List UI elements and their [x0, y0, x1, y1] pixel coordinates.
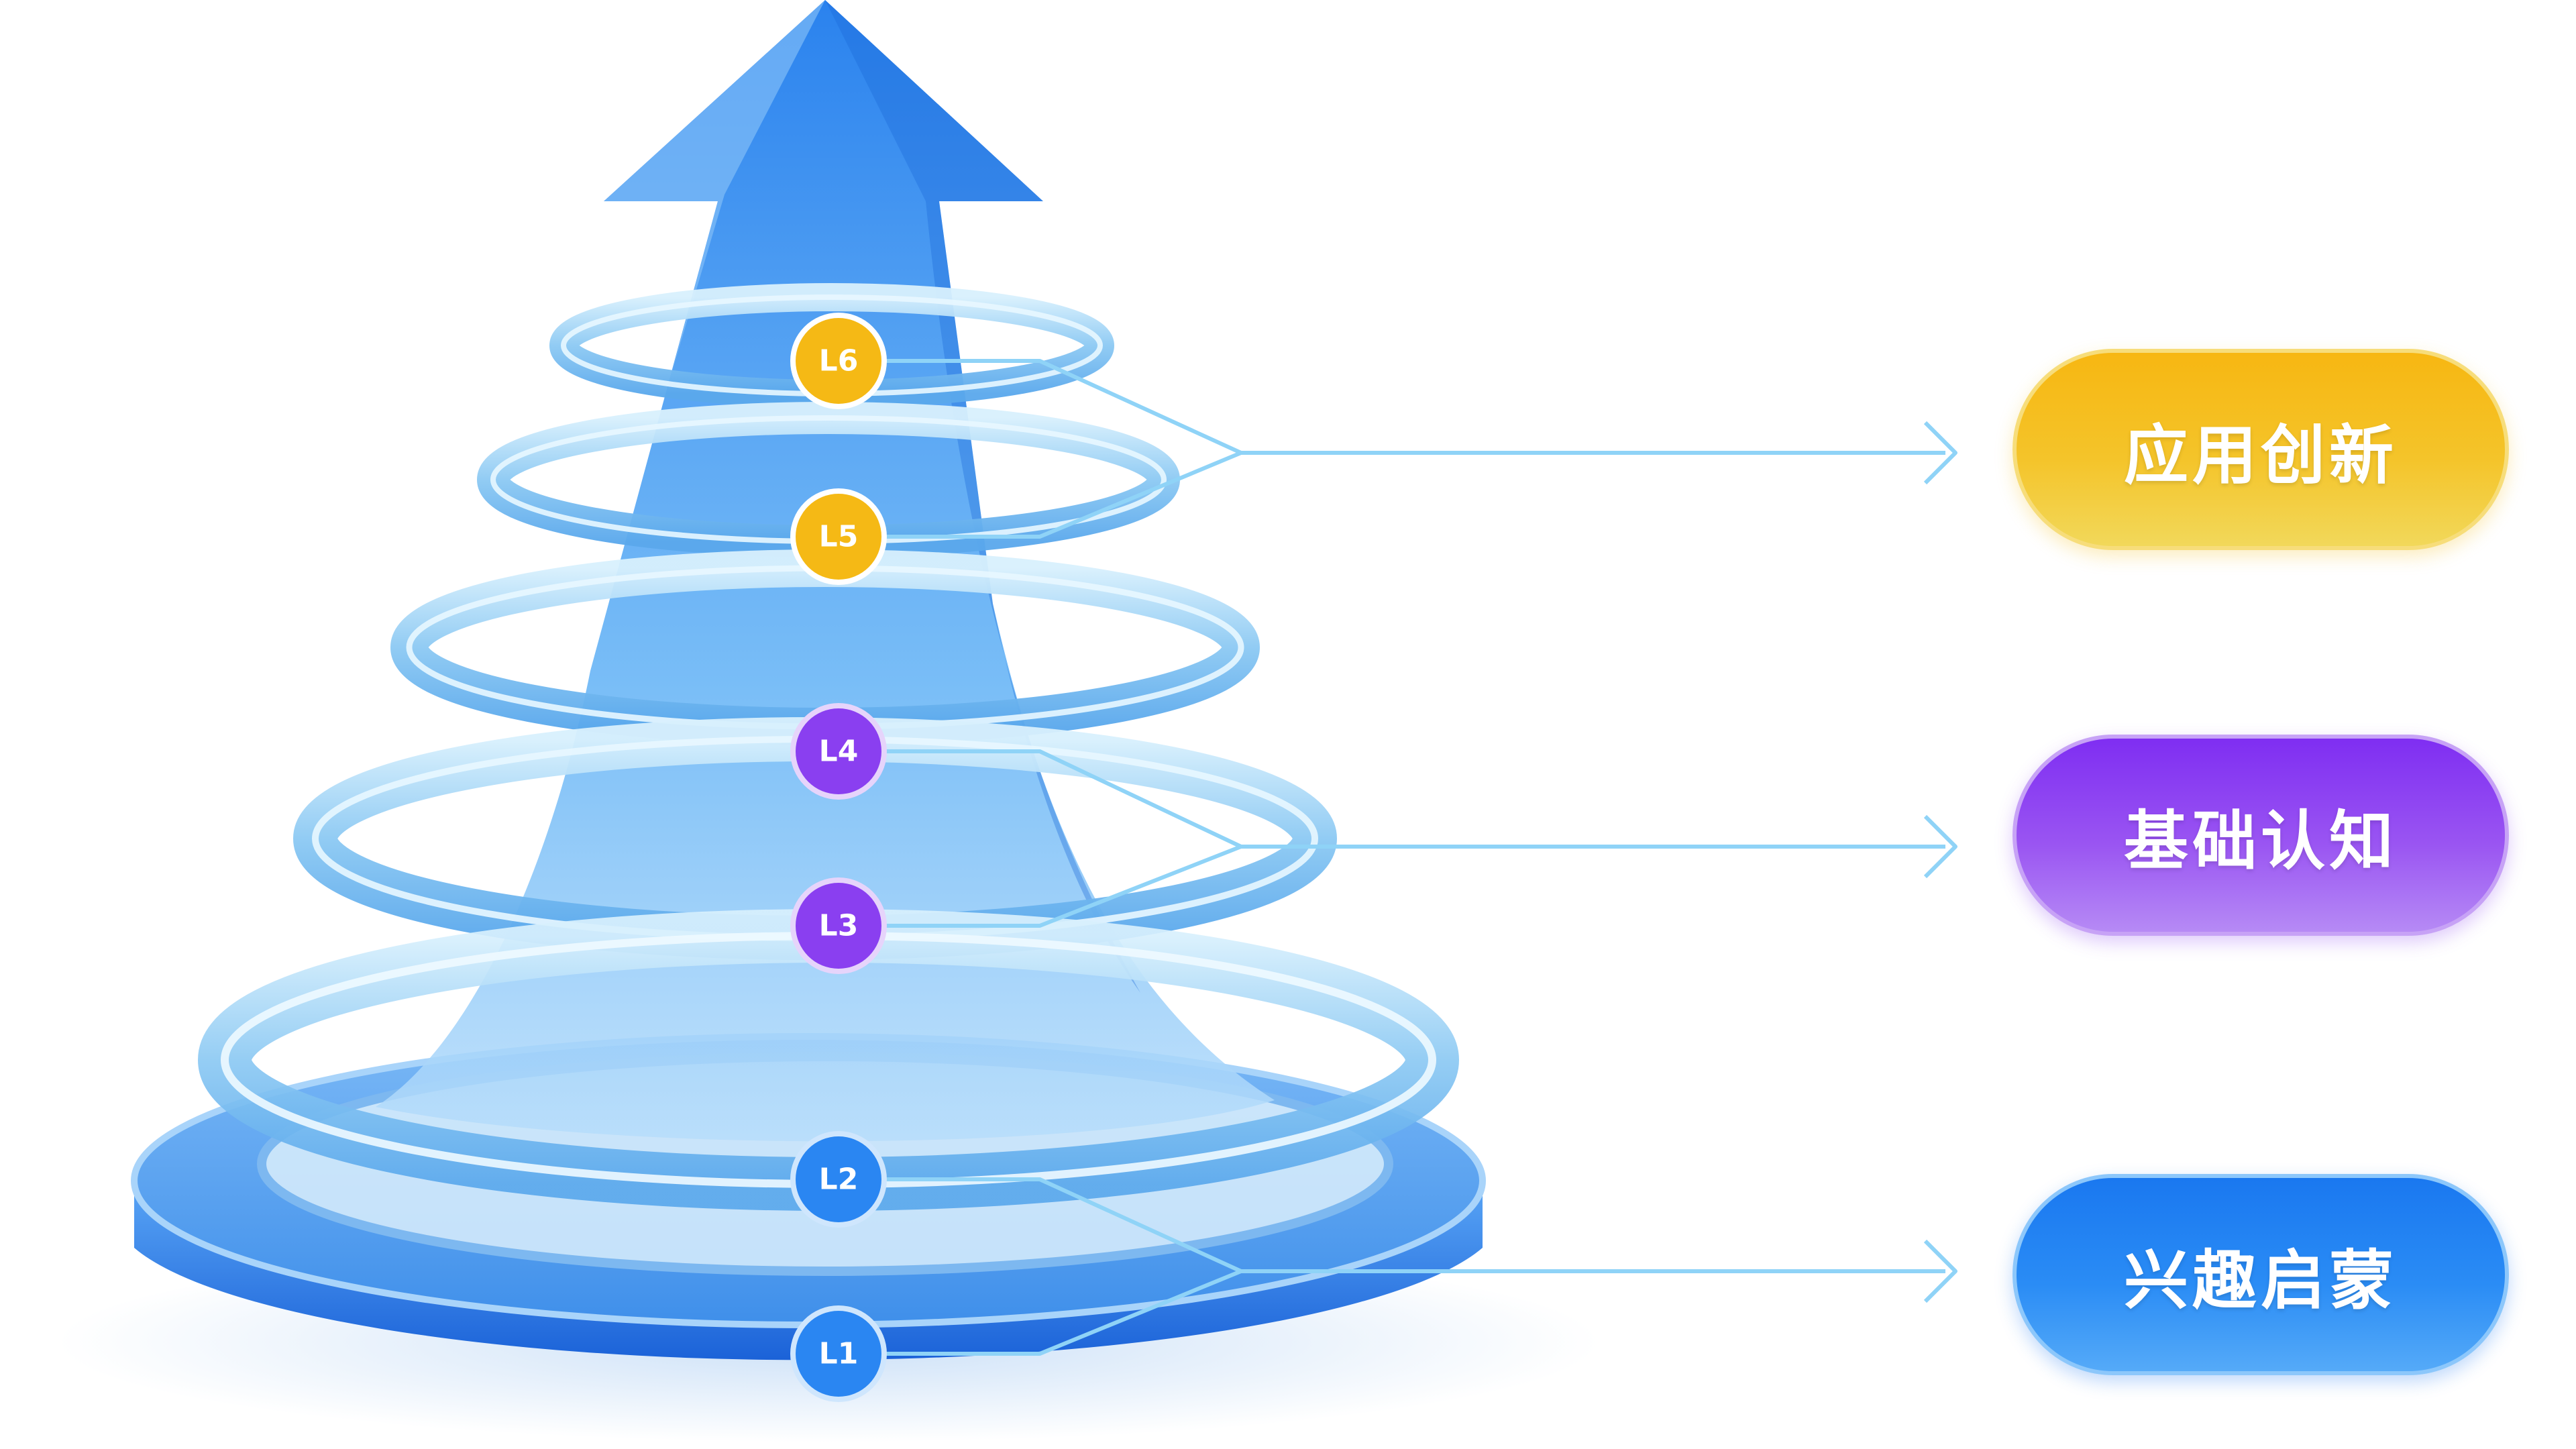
connector-l1 — [879, 1269, 1242, 1356]
level-badge-l5: L5 — [790, 488, 887, 585]
connector-l3 — [879, 845, 1242, 928]
level-badge-l4: L4 — [790, 703, 887, 800]
level-badge-l1: L1 — [790, 1305, 887, 1402]
svg-text:L2: L2 — [819, 1163, 859, 1197]
svg-text:L4: L4 — [819, 735, 859, 769]
level-badge-l6: L6 — [790, 313, 887, 409]
arrow-head-middle — [1923, 814, 1957, 879]
connector-l4 — [879, 749, 1242, 849]
stage-pill-foundation: 基础认知 — [2012, 735, 2509, 936]
stage-pill-application: 应用创新 — [2012, 349, 2509, 550]
svg-text:L3: L3 — [819, 909, 859, 943]
stage-label-foundation: 基础认知 — [2124, 803, 2398, 879]
svg-text:L1: L1 — [819, 1337, 859, 1371]
svg-text:L5: L5 — [819, 520, 859, 554]
stage-pill-interest: 兴趣启蒙 — [2012, 1174, 2509, 1375]
connector-l5 — [879, 451, 1242, 539]
stage-label-interest: 兴趣启蒙 — [2124, 1242, 2398, 1318]
arrow-head-upper — [1923, 421, 1957, 485]
level-badge-l2: L2 — [790, 1131, 887, 1228]
level-badge-l3: L3 — [790, 877, 887, 974]
stage-label-application: 应用创新 — [2124, 417, 2398, 493]
connector-l6 — [879, 359, 1242, 455]
arrow-head-lower — [1923, 1239, 1957, 1303]
connector-lines — [879, 359, 1957, 1356]
connector-l2 — [879, 1177, 1242, 1273]
svg-text:L6: L6 — [819, 344, 859, 378]
